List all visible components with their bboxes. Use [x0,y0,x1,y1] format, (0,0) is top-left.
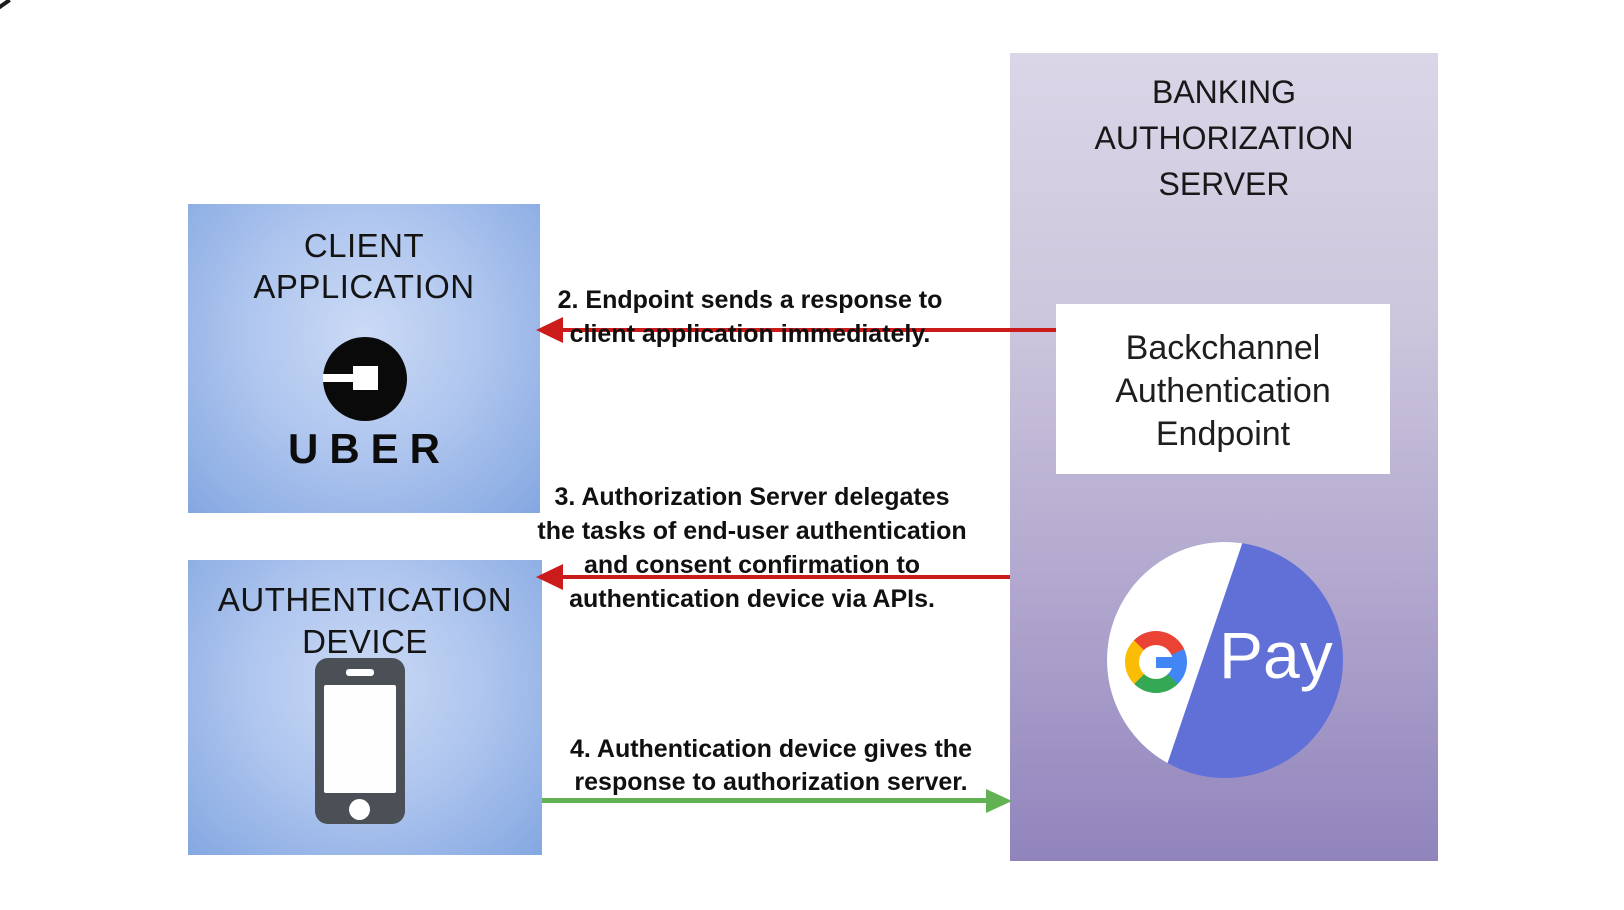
banking-authorization-server-panel: BANKING AUTHORIZATION SERVER Backchannel… [1010,53,1438,861]
step4-right-arrow-icon [986,789,1012,813]
google-g-crossbar [1156,657,1185,668]
authentication-device-box: AUTHENTICATION DEVICE [188,560,542,855]
phone-screen [324,685,396,793]
uber-logo-icon [323,337,407,421]
step3-left-arrow-icon [536,564,563,590]
step2-arrow-line [557,328,1056,332]
uber-logo-square [353,366,378,390]
step3-arrow-line [557,575,1010,579]
step3-label: 3. Authorization Server delegates the ta… [537,483,967,613]
google-pay-logo: Pay [1107,542,1343,778]
uber-wordmark: UBER [287,425,451,472]
phone-speaker [346,669,374,676]
frame-artifact-mark [0,0,11,10]
step2-left-arrow-icon [536,317,563,343]
gpay-pay-text: Pay [1219,618,1333,692]
authentication-device-title: AUTHENTICATION DEVICE [217,581,513,660]
phone-home-button [349,799,370,820]
step4-arrow-line [542,798,987,803]
backchannel-authentication-endpoint-box: Backchannel Authentication Endpoint [1056,304,1390,474]
banking-authorization-server-title: BANKING AUTHORIZATION SERVER [1094,74,1354,202]
step2-label: 2. Endpoint sends a response to client a… [557,286,943,348]
uber-logo-bar [323,374,356,382]
backchannel-authentication-endpoint-label: Backchannel Authentication Endpoint [1115,329,1331,453]
smartphone-icon [315,658,405,824]
step4-label: 4. Authentication device gives the respo… [570,735,972,796]
google-g-icon [1125,631,1187,693]
client-application-title: CLIENT APPLICATION [253,227,475,305]
client-application-box: CLIENT APPLICATION UBER [188,204,540,513]
